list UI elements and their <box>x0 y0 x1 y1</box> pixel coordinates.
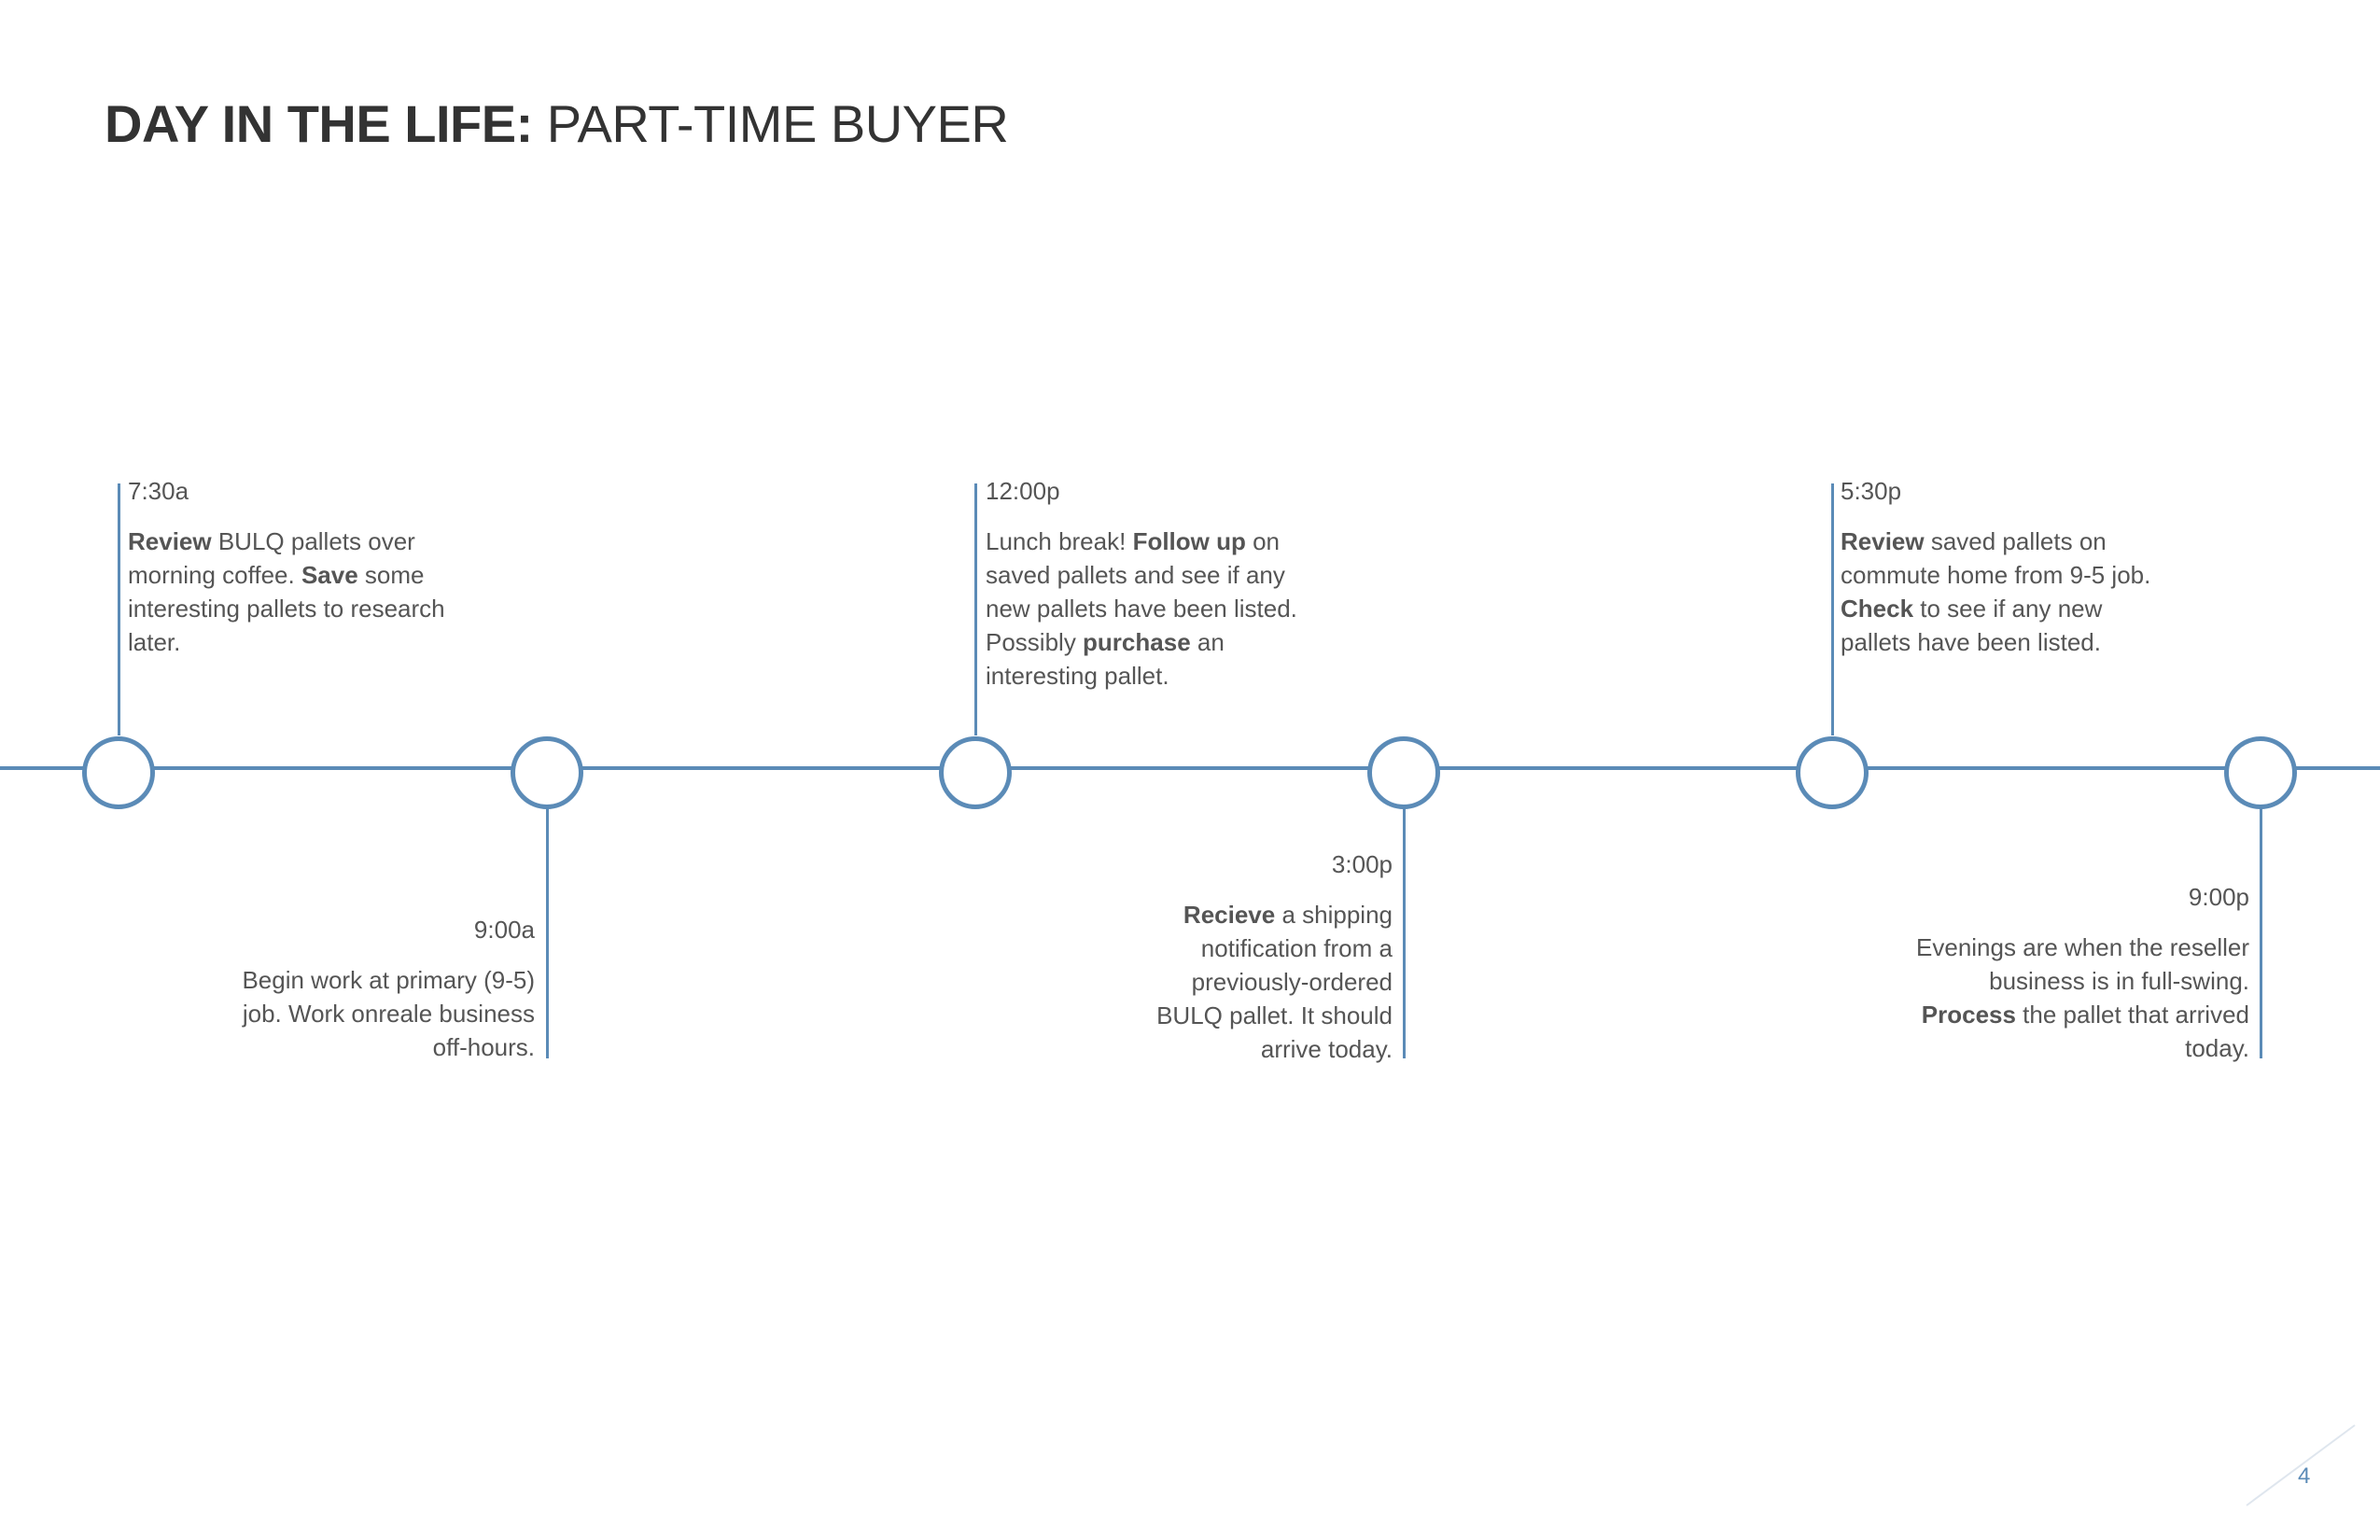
event-text: on saved pallets and see if any new pall… <box>986 527 1297 656</box>
event-keyword: purchase <box>1083 628 1191 656</box>
event-time: 7:30a <box>128 477 189 505</box>
timeline-event: 5:30p Review saved pallets on commute ho… <box>1841 474 2163 659</box>
timeline-node <box>82 736 155 809</box>
event-text: Evenings are when the reseller business … <box>1916 933 2249 995</box>
event-text: an interesting pallet. <box>986 628 1225 690</box>
timeline-stem <box>546 805 549 1058</box>
timeline-event: 9:00a Begin work at primary (9-5) job. W… <box>208 913 535 1064</box>
timeline-stem <box>974 483 977 735</box>
timeline-stem <box>2260 805 2262 1058</box>
timeline-stem <box>118 483 120 735</box>
event-keyword: Follow up <box>1132 527 1246 555</box>
timeline-event: 12:00p Lunch break! Follow up on saved p… <box>986 474 1317 693</box>
timeline-stem <box>1403 805 1406 1058</box>
timeline-event: 9:00p Evenings are when the reseller bus… <box>1904 880 2249 1065</box>
event-description: Evenings are when the reseller business … <box>1904 931 2249 1065</box>
event-time: 9:00p <box>2188 883 2249 911</box>
event-text: a shipping notification from a previousl… <box>1156 901 1393 1063</box>
event-text: Lunch break! <box>986 527 1133 555</box>
event-time: 5:30p <box>1841 477 1902 505</box>
event-time: 12:00p <box>986 477 1060 505</box>
timeline-event: 3:00p Recieve a shipping notification fr… <box>1134 847 1393 1066</box>
timeline-node <box>1367 736 1440 809</box>
event-text: the pallet that arrived today. <box>2015 1001 2249 1062</box>
event-text: Begin work at primary (9-5) job. Work on… <box>242 966 535 1061</box>
event-keyword: Recieve <box>1183 901 1276 929</box>
event-description: Begin work at primary (9-5) job. Work on… <box>208 963 535 1064</box>
event-text: saved pallets on commute home from 9-5 j… <box>1841 527 2151 589</box>
page-number: 4 <box>2298 1463 2311 1489</box>
timeline-stem <box>1831 483 1834 735</box>
event-keyword: Review <box>1841 527 1925 555</box>
event-text: BULQ pallets over morning coffee. <box>128 527 415 589</box>
event-time: 9:00a <box>473 916 535 944</box>
timeline-event: 7:30a Review BULQ pallets over morning c… <box>128 474 445 659</box>
timeline-node <box>511 736 583 809</box>
event-keyword: Review <box>128 527 212 555</box>
event-description: Review BULQ pallets over morning coffee.… <box>128 525 445 659</box>
page-title-bold: DAY IN THE LIFE: <box>105 94 533 153</box>
event-time: 3:00p <box>1331 850 1393 878</box>
timeline-node <box>1796 736 1869 809</box>
timeline-node <box>2224 736 2297 809</box>
page-title-light: PART-TIME BUYER <box>532 94 1009 153</box>
event-text: some interesting pallets to research lat… <box>128 561 445 656</box>
timeline-axis <box>0 766 2380 770</box>
event-keyword: Save <box>301 561 358 589</box>
event-text: to see if any new pallets have been list… <box>1841 595 2103 656</box>
event-description: Recieve a shipping notification from a p… <box>1134 898 1393 1066</box>
event-description: Review saved pallets on commute home fro… <box>1841 525 2163 659</box>
timeline-node <box>939 736 1012 809</box>
event-description: Lunch break! Follow up on saved pallets … <box>986 525 1317 693</box>
event-keyword: Process <box>1921 1001 2016 1029</box>
page-title: DAY IN THE LIFE: PART-TIME BUYER <box>105 93 1009 154</box>
event-keyword: Check <box>1841 595 1914 623</box>
page-corner-slash <box>2246 1424 2356 1506</box>
